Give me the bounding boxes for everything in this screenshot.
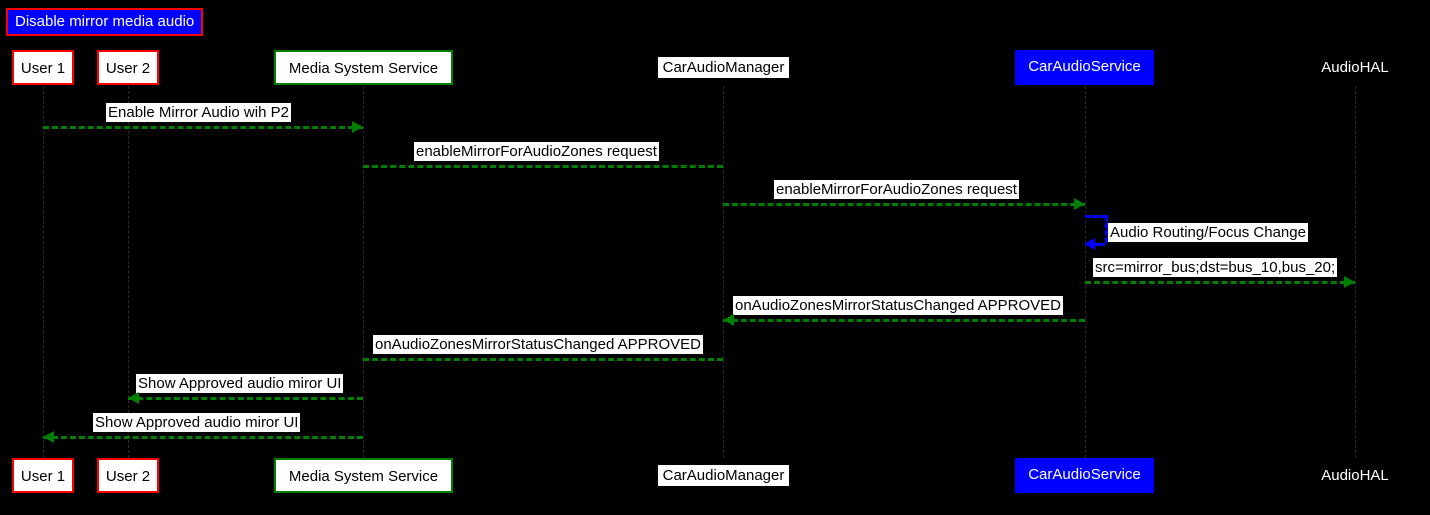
participant-mediasystemservice-bottom[interactable]: Media System Service xyxy=(274,458,453,493)
lifeline-caraudiomanager xyxy=(723,86,724,458)
message-line-m2 xyxy=(363,165,723,168)
message-line-m6 xyxy=(723,319,1085,322)
participant-user1-top[interactable]: User 1 xyxy=(12,50,74,85)
participant-caraudiomanager-bottom[interactable]: CarAudioManager xyxy=(658,465,789,486)
message-label-m9: Show Approved audio miror UI xyxy=(93,413,301,432)
self-message-arrowhead-m4 xyxy=(1084,238,1095,250)
participant-audiohal-bottom[interactable]: AudioHAL xyxy=(1315,465,1395,486)
message-label-m4: Audio Routing/Focus Change xyxy=(1108,223,1308,242)
message-line-m8 xyxy=(128,397,363,400)
participant-label: AudioHAL xyxy=(1321,467,1389,484)
message-arrowhead-m8 xyxy=(128,392,139,404)
participant-caraudiomanager-top[interactable]: CarAudioManager xyxy=(658,57,789,78)
message-label-m6: onAudioZonesMirrorStatusChanged APPROVED xyxy=(733,296,1064,315)
message-label-m3: enableMirrorForAudioZones request xyxy=(774,180,1019,199)
participant-label: User 1 xyxy=(20,468,66,485)
lifeline-audiohal xyxy=(1355,86,1356,458)
message-line-m1 xyxy=(43,126,363,129)
message-arrowhead-m5 xyxy=(1344,276,1355,288)
message-arrowhead-m3 xyxy=(1074,198,1085,210)
participant-audiohal-top[interactable]: AudioHAL xyxy=(1315,57,1395,78)
message-line-m9 xyxy=(43,436,363,439)
message-line-m3 xyxy=(723,203,1085,206)
message-label-m2: enableMirrorForAudioZones request xyxy=(414,142,659,161)
message-arrowhead-m1 xyxy=(352,121,363,133)
participant-label: User 2 xyxy=(105,60,151,77)
self-message-side-m4 xyxy=(1105,215,1108,243)
participant-label: Media System Service xyxy=(288,468,439,485)
lifeline-user1 xyxy=(43,86,44,458)
message-label-m8: Show Approved audio miror UI xyxy=(136,374,344,393)
message-label-m5: src=mirror_bus;dst=bus_10,bus_20; xyxy=(1093,258,1338,277)
message-label-m1: Enable Mirror Audio wih P2 xyxy=(106,103,291,122)
message-label-m7: onAudioZonesMirrorStatusChanged APPROVED xyxy=(373,335,704,354)
diagram-title: Disable mirror media audio xyxy=(6,8,204,36)
participant-label: CarAudioManager xyxy=(662,467,785,484)
message-line-m7 xyxy=(363,358,723,361)
participant-caraudioservice-top[interactable]: CarAudioService xyxy=(1015,50,1154,85)
self-message-bottom-m4 xyxy=(1095,243,1105,246)
message-arrowhead-m6 xyxy=(723,314,734,326)
participant-label: CarAudioService xyxy=(1028,58,1141,75)
message-arrowhead-m9 xyxy=(43,431,54,443)
participant-label: User 2 xyxy=(105,468,151,485)
participant-label: CarAudioService xyxy=(1028,466,1141,483)
self-message-top-m4 xyxy=(1085,215,1105,218)
lifeline-mediasystemservice xyxy=(363,86,364,458)
lifeline-caraudioservice xyxy=(1085,86,1086,458)
participant-user2-top[interactable]: User 2 xyxy=(97,50,159,85)
message-line-m5 xyxy=(1085,281,1355,284)
participant-label: CarAudioManager xyxy=(662,59,785,76)
participant-label: Media System Service xyxy=(288,60,439,77)
participant-label: User 1 xyxy=(20,60,66,77)
participant-label: AudioHAL xyxy=(1321,59,1389,76)
lifeline-user2 xyxy=(128,86,129,458)
participant-user2-bottom[interactable]: User 2 xyxy=(97,458,159,493)
participant-caraudioservice-bottom[interactable]: CarAudioService xyxy=(1015,458,1154,493)
participant-user1-bottom[interactable]: User 1 xyxy=(12,458,74,493)
participant-mediasystemservice-top[interactable]: Media System Service xyxy=(274,50,453,85)
